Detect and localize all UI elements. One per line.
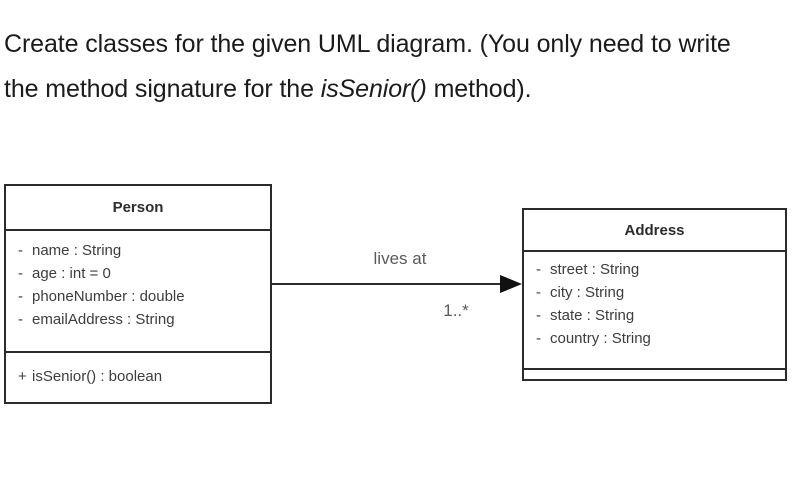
visibility-marker: + xyxy=(18,368,27,385)
member-text: age : int = 0 xyxy=(32,265,111,282)
member-text: emailAddress : String xyxy=(32,311,175,328)
uml-attribute-row: -country : String xyxy=(524,327,785,350)
uml-attribute-row: -state : String xyxy=(524,304,785,327)
uml-attribute-row: -name : String xyxy=(6,239,270,262)
visibility-marker: - xyxy=(536,284,541,301)
member-text: street : String xyxy=(550,261,640,278)
uml-class-address-attributes: -street : String -city : String -state :… xyxy=(524,252,785,368)
question-text-part2: method). xyxy=(426,75,532,103)
uml-class-address[interactable]: Address -street : String -city : String … xyxy=(522,208,787,381)
member-text: phoneNumber : double xyxy=(32,288,185,305)
member-text: name : String xyxy=(32,242,122,259)
uml-attribute-row: -age : int = 0 xyxy=(6,262,270,285)
member-text: city : String xyxy=(550,284,625,301)
uml-class-person-attributes: -name : String -age : int = 0 -phoneNumb… xyxy=(6,231,270,351)
uml-attribute-row: -phoneNumber : double xyxy=(6,285,270,308)
question-text: Create classes for the given UML diagram… xyxy=(4,22,764,112)
association-arrowhead-icon xyxy=(500,275,522,293)
visibility-marker: - xyxy=(536,330,541,347)
visibility-marker: - xyxy=(18,288,23,305)
visibility-marker: - xyxy=(18,242,23,259)
uml-attribute-row: -emailAddress : String xyxy=(6,308,270,331)
member-text: country : String xyxy=(550,330,651,347)
visibility-marker: - xyxy=(536,261,541,278)
member-text: state : String xyxy=(550,307,635,324)
uml-class-person-methods: + isSenior() : boolean xyxy=(6,351,270,401)
uml-class-person-title: Person xyxy=(6,186,270,231)
uml-method-row: + isSenior() : boolean xyxy=(6,365,270,388)
question-text-emphasis: isSenior() xyxy=(320,75,427,103)
association-multiplicity-label: 1..* xyxy=(443,301,469,320)
uml-class-address-methods xyxy=(524,368,785,377)
uml-attribute-row: -city : String xyxy=(524,281,785,304)
uml-class-person[interactable]: Person -name : String -age : int = 0 -ph… xyxy=(4,184,272,404)
member-text: isSenior() : boolean xyxy=(32,368,163,385)
uml-attribute-row: -street : String xyxy=(524,258,785,281)
visibility-marker: - xyxy=(18,265,23,282)
association-label: lives at xyxy=(373,249,427,268)
question-text-part1: Create classes for the given UML diagram… xyxy=(4,30,731,103)
visibility-marker: - xyxy=(18,311,23,328)
association-line xyxy=(272,283,512,285)
visibility-marker: - xyxy=(536,307,541,324)
uml-class-address-title: Address xyxy=(524,210,785,252)
